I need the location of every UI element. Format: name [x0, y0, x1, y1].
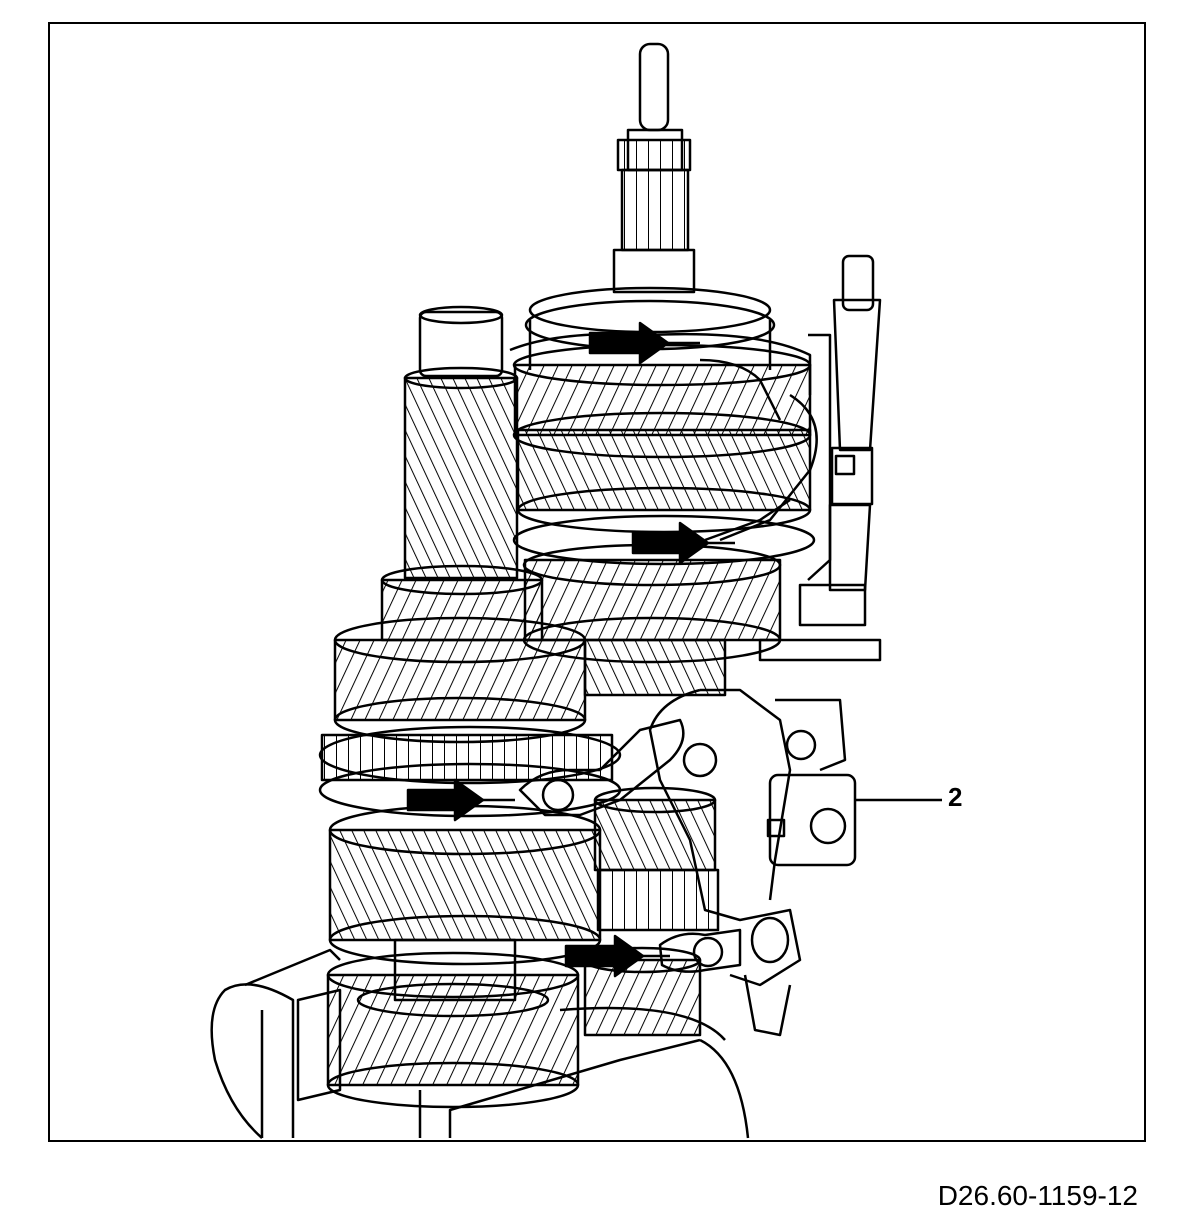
main-shaft [612, 42, 696, 294]
figure-frame [48, 22, 1146, 1142]
arrow-mid-synchro [631, 521, 735, 565]
countershaft [380, 305, 544, 642]
arrow-lower-synchro [406, 778, 515, 822]
lower-gear-stack [318, 616, 622, 1109]
figure-id: D26.60-1159-12 [937, 1180, 1138, 1211]
shift-forks [518, 358, 791, 973]
right-lower-gears [582, 786, 720, 1037]
arrow-top-synchro [588, 321, 700, 365]
callout-label-2: 2 [948, 782, 963, 812]
arrow-bottom-synchro [564, 934, 670, 978]
upper-gear-stack [509, 286, 816, 697]
